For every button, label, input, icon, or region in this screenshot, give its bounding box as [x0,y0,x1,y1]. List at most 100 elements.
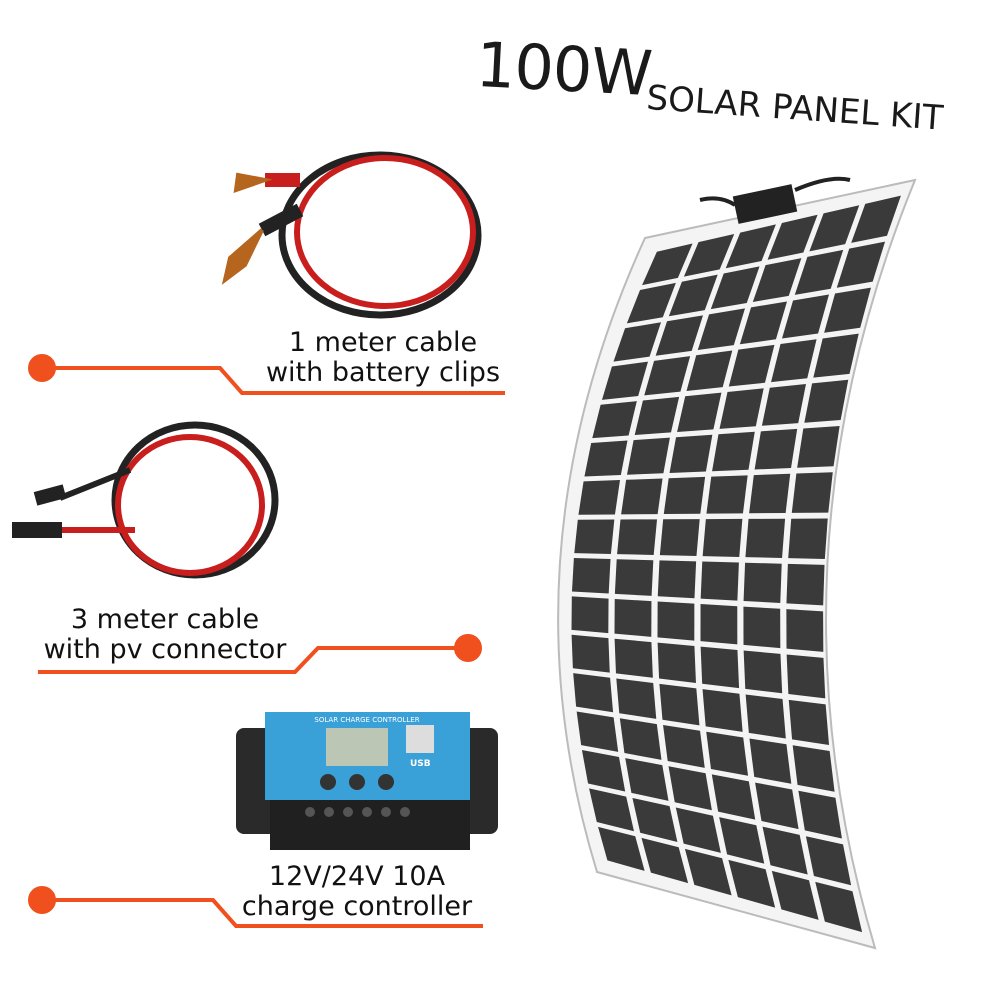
solar-cell [697,308,745,351]
solar-cell [728,859,776,908]
solar-cell [712,431,755,472]
solar-cell [675,807,721,853]
solar-cell [613,322,662,362]
solar-cell [684,848,732,896]
solar-cell [571,558,611,594]
solar-cell [592,401,637,439]
solar-cell [791,472,833,513]
item-line2: with battery clips [265,357,501,388]
solar-cell [634,396,680,436]
solar-cell [804,379,849,423]
charge-controller: SOLAR CHARGE CONTROLLER USB [236,712,498,850]
solar-cell [745,694,786,739]
solar-cell [683,233,735,277]
solar-cell [711,774,756,820]
solar-cell [668,766,712,811]
solar-cell [657,642,696,683]
solar-cell [797,425,840,468]
solar-cell [706,475,748,514]
item-line2: charge controller [241,891,473,922]
solar-cell [700,646,740,689]
solar-cell [749,738,792,784]
leader-line-2 [38,646,468,674]
solar-cell [616,678,657,719]
solar-cell [743,650,783,694]
solar-cell [771,339,817,383]
solar-cell [786,654,826,699]
solar-cell [614,598,652,637]
item-label-controller: 12V/24V 10A charge controller [222,862,492,922]
solar-cell [700,604,738,645]
solar-cell [626,282,676,324]
solar-cell [625,758,669,801]
solar-cell [782,294,829,339]
solar-cell [581,749,626,792]
solar-cell [788,518,828,559]
solar-cell [771,870,819,920]
solar-cell [598,826,645,871]
solar-cell [659,683,700,726]
solar-cell [573,673,614,713]
solar-cell [617,519,658,555]
solar-cell [836,241,886,288]
solar-cell [574,519,615,554]
solar-cell [655,315,704,356]
solar-cell [657,601,695,641]
controller-usb-label: USB [410,759,431,769]
solar-cell [686,350,733,391]
solar-cell [792,745,835,792]
junction-box [732,184,798,224]
solar-cell [659,519,700,556]
solar-cell [786,563,825,606]
solar-cell [710,266,760,310]
solar-cell [614,559,654,596]
solar-cell [632,797,678,843]
solar-cell [749,473,791,514]
solar-cell [571,596,609,634]
battery-clip-cable [221,151,482,319]
solar-cell [739,301,787,345]
solar-cell [668,274,718,317]
solar-cell [761,384,806,426]
solar-cell [752,258,802,302]
solar-cell [663,476,706,515]
solar-cell [663,725,705,768]
item-line1: 12V/24V 10A [268,861,446,892]
solar-cell [589,788,634,832]
item-line1: 3 meter cable [70,604,260,635]
solar-cell [794,249,844,295]
solar-cell [601,361,648,400]
solar-panel [557,176,917,950]
title-wattage: 100W [474,28,654,111]
solar-cell [754,428,798,470]
solar-cell [805,836,852,886]
solar-cell [706,731,749,776]
solar-cell [786,609,824,652]
solar-cell [809,205,860,252]
solar-cell [755,782,799,830]
item-label-battery-cable: 1 meter cable with battery clips [248,328,518,388]
solar-cell [571,634,610,673]
solar-cell [702,518,743,557]
item-label-pv-cable: 3 meter cable with pv connector [30,605,300,665]
item-line1: 1 meter cable [288,327,478,358]
solar-cell [642,243,693,286]
solar-cell [745,518,786,558]
leader-line-3 [42,898,483,928]
solar-cell [788,699,830,746]
solar-cell [621,478,663,515]
leader-line-1 [42,366,505,395]
solar-cell [702,689,743,732]
solar-cell [743,606,781,649]
solar-cell [576,711,619,752]
solar-cell [767,214,818,260]
solar-cell [798,790,842,839]
solar-cell [762,826,808,875]
solar-cell [728,344,775,387]
solar-cell [614,638,653,678]
solar-cell [657,560,697,599]
solar-cell [626,437,670,475]
solar-cell [851,195,901,243]
pv-connector-cable [12,421,279,579]
